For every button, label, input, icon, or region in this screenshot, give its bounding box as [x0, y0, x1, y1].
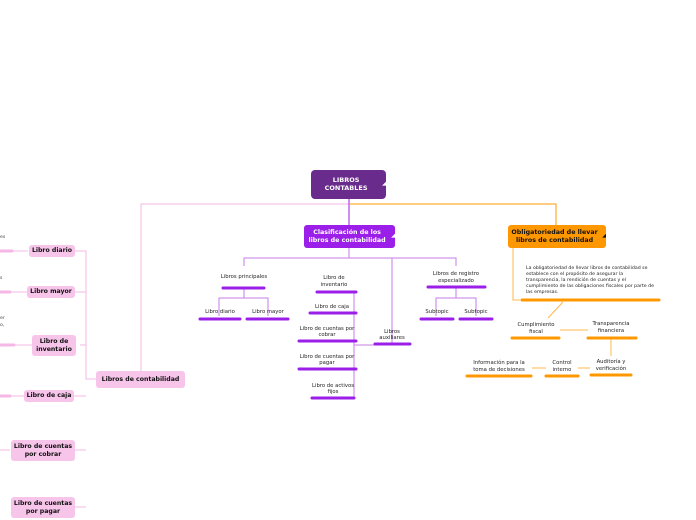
middle-cuentas-cobrar[interactable]: Libro de cuentas por cobrar — [299, 325, 355, 338]
informacion-node[interactable]: Información para la toma de decisiones — [473, 360, 525, 373]
collapse-triangle-icon[interactable]: ◢ — [602, 232, 606, 239]
libros-contabilidad-node[interactable]: Libros de contabilidad — [96, 371, 185, 388]
left-libro-caja[interactable]: Libro de caja — [24, 390, 74, 402]
collapse-triangle-icon[interactable]: ◢ — [391, 232, 395, 239]
cut-text-2: s — [0, 276, 3, 281]
registro-node[interactable]: Libros de registro especializado — [432, 271, 480, 284]
obligatoriedad-label: Obligatoriedad de llevar libros de conta… — [511, 229, 598, 244]
cut-text-3: er — [0, 316, 5, 321]
root-label: LIBROS CONTABLES — [324, 176, 368, 192]
middle-libro-inventario[interactable]: Libro de inventario — [320, 275, 348, 288]
principales-node[interactable]: Libros principales — [220, 274, 268, 281]
control-interno-node[interactable]: Control interno — [552, 360, 572, 373]
root-node[interactable]: LIBROS CONTABLES ◢ — [311, 170, 386, 199]
auxiliares-node[interactable]: Libros auxiliares — [379, 328, 405, 341]
cut-text-1: es — [0, 235, 6, 240]
left-libro-mayor[interactable]: Libro mayor — [27, 286, 75, 298]
cumplimiento-fiscal-node[interactable]: Cumplimiento fiscal — [517, 322, 555, 335]
left-libro-diario[interactable]: Libro diario — [29, 245, 75, 257]
collapse-triangle-icon[interactable]: ◢ — [382, 180, 386, 187]
clasificacion-node[interactable]: Clasificación de los libros de contabili… — [304, 225, 395, 248]
obligatoriedad-node[interactable]: Obligatoriedad de llevar libros de conta… — [508, 225, 606, 248]
clasificacion-label: Clasificación de los libros de contabili… — [308, 229, 386, 244]
middle-activos-fijos[interactable]: Libro de activos fijos — [312, 382, 354, 395]
left-cuentas-cobrar[interactable]: Libro de cuentas por cobrar — [11, 440, 75, 461]
auditoria-node[interactable]: Auditoría y verificación — [595, 359, 627, 372]
middle-cuentas-pagar[interactable]: Libro de cuentas por pagar — [299, 353, 355, 366]
subtopic-1[interactable]: Subtopic — [425, 309, 449, 316]
left-cuentas-pagar[interactable]: Libro de cuentas por pagar — [11, 497, 75, 518]
left-libro-inventario[interactable]: Libro de inventario — [32, 335, 76, 356]
middle-libro-caja[interactable]: Libro de caja — [315, 303, 349, 310]
principal-libro-mayor[interactable]: Libro mayor — [252, 309, 284, 316]
obligatoriedad-description[interactable]: La obligatoriedad de llevar libros de co… — [526, 266, 654, 295]
transparencia-financiera-node[interactable]: Transparencia financiera — [592, 321, 630, 334]
cut-text-4: o, — [0, 323, 5, 328]
principal-libro-diario[interactable]: Libro diario — [205, 309, 235, 316]
subtopic-2[interactable]: Subtopic — [464, 309, 488, 316]
